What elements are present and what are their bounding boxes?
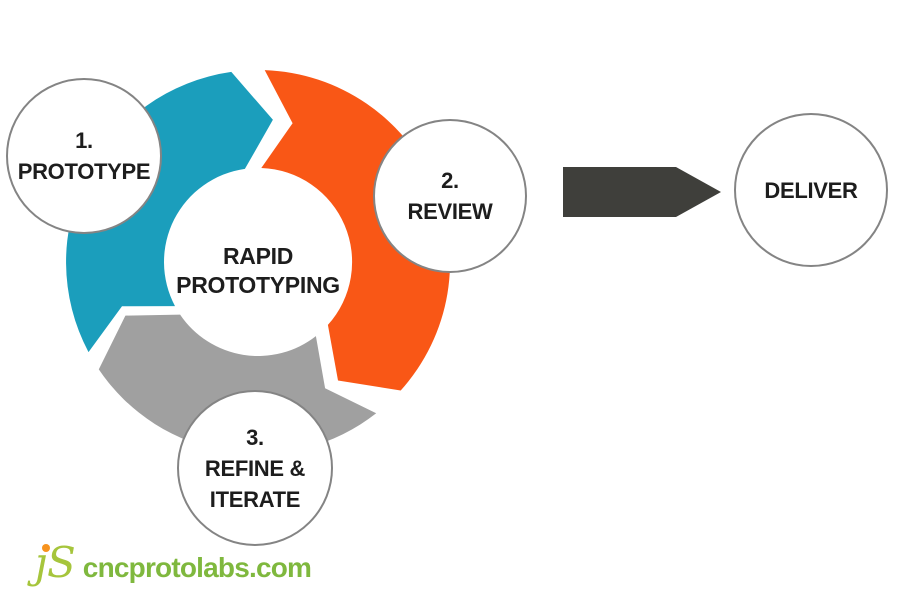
center-title-line2: PROTOTYPING: [176, 272, 340, 298]
step1-label: PROTOTYPE: [17, 159, 151, 184]
step2-number: 2.: [441, 168, 459, 193]
logo-monogram: ȷS: [34, 542, 76, 584]
center-title-line1: RAPID: [222, 243, 294, 269]
step2-circle: 2. REVIEW: [373, 119, 527, 273]
step3-label-line1: REFINE &: [204, 455, 306, 481]
deliver-arrow-icon: [563, 167, 721, 217]
step3-circle: 3. REFINE & ITERATE: [177, 390, 333, 546]
footer-logo: ȷS cncprotolabs.com: [34, 542, 312, 584]
step2-label: REVIEW: [407, 199, 493, 224]
logo-monogram-text: ȷS: [34, 538, 76, 587]
center-title: RAPID PROTOTYPING: [153, 242, 363, 300]
logo-domain-text: cncprotolabs.com: [82, 552, 312, 583]
logo-j-dot-icon: [42, 544, 50, 552]
step1-number: 1.: [75, 128, 93, 153]
deliver-circle: DELIVER: [734, 113, 888, 267]
step1-circle: 1. PROTOTYPE: [6, 78, 162, 234]
step3-label-line2: ITERATE: [209, 486, 301, 512]
deliver-label: DELIVER: [764, 177, 858, 203]
step3-number: 3.: [246, 424, 264, 450]
